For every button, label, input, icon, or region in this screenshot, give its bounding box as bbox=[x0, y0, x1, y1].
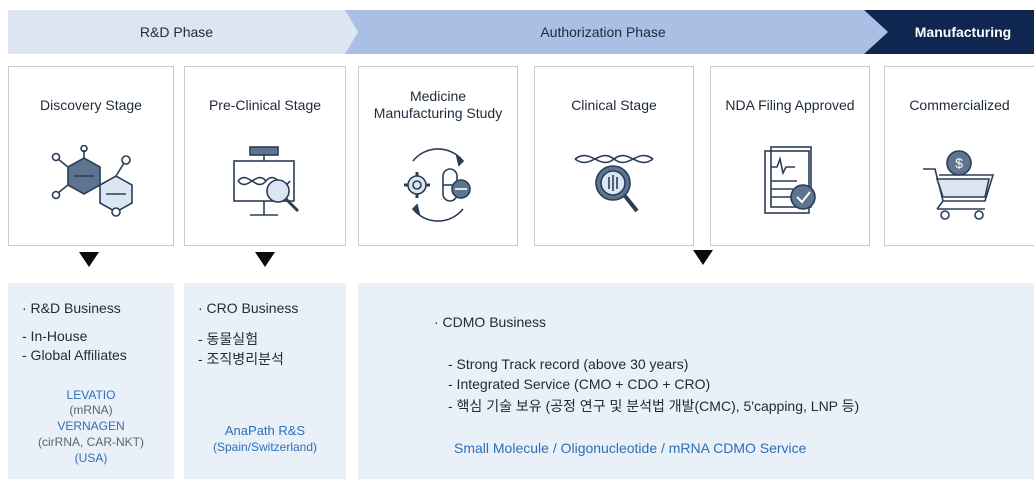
gear-capsule-cycle-icon bbox=[404, 148, 471, 222]
stage-title: Medicine Manufacturing Study bbox=[373, 88, 503, 121]
stage-card-discovery: Discovery Stage bbox=[8, 66, 174, 246]
affiliate-vernagen-location: (USA) bbox=[74, 451, 108, 465]
svg-text:$: $ bbox=[955, 155, 963, 171]
cro-partner-name: AnaPath R&S bbox=[224, 423, 306, 438]
cro-item: - 조직병리분석 bbox=[198, 351, 284, 367]
rd-item: - Global Affiliates bbox=[22, 347, 127, 363]
affiliate-vernagen: VERNAGEN bbox=[57, 419, 125, 433]
shopping-cart-dollar-icon: $ bbox=[922, 150, 994, 220]
cdmo-business-box: · CDMO Business - Strong Track record (a… bbox=[358, 283, 1034, 479]
rd-business-box: · R&D Business - In-House - Global Affil… bbox=[8, 283, 174, 479]
pointer-triangle bbox=[693, 250, 713, 265]
pointer-triangle bbox=[255, 252, 275, 267]
cro-heading: · CRO Business bbox=[198, 300, 299, 316]
stage-title: Clinical Stage bbox=[571, 96, 657, 113]
affiliate-levatio-detail: (mRNA) bbox=[69, 403, 113, 417]
stage-card-commercialized: Commercialized $ bbox=[884, 66, 1034, 246]
cro-business-box: · CRO Business - 동물실험 - 조직병리분석 AnaPath R… bbox=[184, 283, 346, 479]
stage-title: NDA Filing Approved bbox=[725, 96, 855, 113]
stage-title: Pre-Clinical Stage bbox=[208, 96, 322, 113]
cdmo-item: - Integrated Service (CMO + CDO + CRO) bbox=[448, 376, 711, 392]
affiliate-vernagen-detail: (cirRNA, CAR-NKT) bbox=[38, 435, 144, 449]
cdmo-heading: · CDMO Business bbox=[434, 314, 547, 330]
cro-item: - 동물실험 bbox=[198, 331, 259, 347]
cdmo-item: - Strong Track record (above 30 years) bbox=[448, 356, 689, 372]
stage-card-clinical: Clinical Stage bbox=[534, 66, 694, 246]
molecule-icon bbox=[51, 145, 133, 217]
phase-banner bbox=[8, 10, 1034, 54]
stage-title: Discovery Stage bbox=[40, 96, 142, 113]
phase-manufacturing-label: Manufacturing bbox=[914, 24, 1012, 40]
phase-rd-label: R&D Phase bbox=[139, 24, 214, 40]
microscope-dna-icon bbox=[233, 146, 300, 216]
document-check-icon bbox=[764, 146, 816, 214]
phase-authorization-label: Authorization Phase bbox=[540, 24, 666, 40]
rd-heading: · R&D Business bbox=[22, 300, 121, 316]
dna-magnifier-icon bbox=[574, 154, 654, 213]
phase-rd-arrow bbox=[8, 10, 358, 54]
stage-title: Commercialized bbox=[909, 96, 1010, 113]
pointer-triangle bbox=[79, 252, 99, 267]
stage-card-manufacturing-study: Medicine Manufacturing Study bbox=[358, 66, 518, 246]
stage-card-preclinical: Pre-Clinical Stage bbox=[184, 66, 346, 246]
cdmo-service: Small Molecule / Oligonucleotide / mRNA … bbox=[454, 440, 807, 456]
phase-manufacturing-block bbox=[864, 10, 1034, 54]
phase-authorization-arrow bbox=[345, 10, 888, 54]
cdmo-item: - 핵심 기술 보유 (공정 연구 및 분석법 개발(CMC), 5'cappi… bbox=[448, 398, 860, 414]
cro-partner-location: (Spain/Switzerland) bbox=[212, 440, 318, 454]
affiliate-levatio: LEVATIO bbox=[66, 388, 116, 402]
rd-item: - In-House bbox=[22, 328, 88, 344]
stage-card-nda: NDA Filing Approved bbox=[710, 66, 870, 246]
